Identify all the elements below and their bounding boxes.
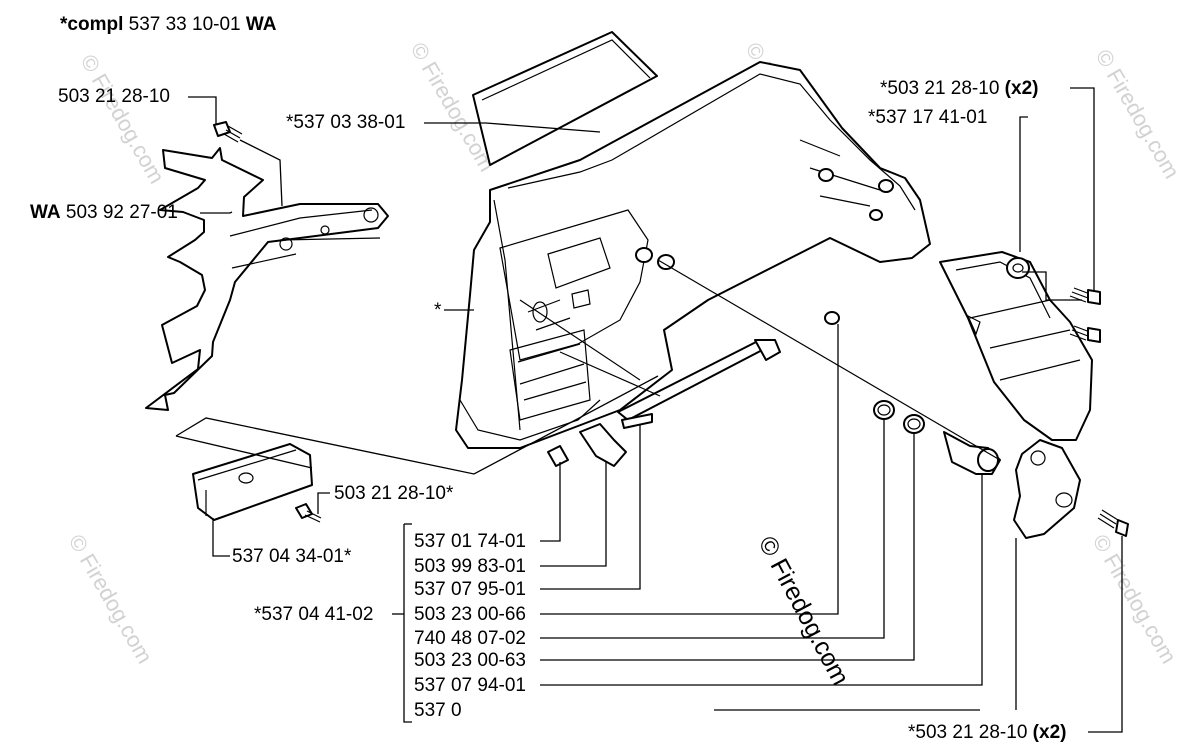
label-group-kit: *537 04 41-02 bbox=[254, 604, 373, 625]
label-guide-plate: 537 04 34-01* bbox=[232, 546, 352, 567]
watermark-bottom-left: © Firedog.com bbox=[64, 530, 158, 668]
label-screw-bottom-right-qty: (x2) bbox=[1033, 722, 1067, 743]
assembly-prefix: *compl bbox=[60, 14, 123, 35]
kit-item: 537 0 bbox=[414, 700, 462, 721]
tensioner-parts bbox=[547, 259, 1001, 475]
label-bumper-spike-prefix: WA bbox=[30, 202, 61, 223]
screw-top-left-icon bbox=[213, 121, 243, 143]
label-screw-top-left: 503 21 28-10 bbox=[58, 86, 170, 107]
assembly-number: 537 33 10-01 bbox=[129, 14, 241, 35]
clutch-cover-housing bbox=[455, 61, 931, 449]
guide-screw-icon bbox=[295, 503, 322, 523]
kit-item: 537 07 94-01 bbox=[414, 675, 526, 696]
bracket-plate bbox=[1013, 439, 1081, 539]
bumper-spike bbox=[145, 147, 389, 411]
screw-top-right-icon bbox=[1069, 287, 1101, 343]
watermark-main: © Firedog.com bbox=[753, 532, 855, 690]
kit-item: 503 99 83-01 bbox=[414, 556, 526, 577]
assembly-title: *compl 537 33 10-01 WA bbox=[60, 14, 277, 35]
label-cover-plate: *537 03 38-01 bbox=[286, 112, 405, 133]
chain-guide-plate bbox=[192, 443, 313, 521]
label-screw-bottom-right: *503 21 28-10 (x2) bbox=[908, 722, 1066, 743]
label-guide-screw: 503 21 28-10* bbox=[334, 483, 454, 504]
assembly-suffix: WA bbox=[246, 14, 277, 35]
kit-item: 503 23 00-63 bbox=[414, 650, 526, 671]
screw-bottom-right-icon bbox=[1097, 509, 1129, 537]
kit-item: 503 23 00-66 bbox=[414, 604, 526, 625]
brake-lever-assembly bbox=[939, 251, 1093, 441]
label-screw-top-right-number: *503 21 28-10 bbox=[880, 78, 999, 99]
cover-plate bbox=[472, 31, 658, 166]
watermark-top-left: © Firedog.com bbox=[76, 50, 170, 188]
label-housing-star: * bbox=[434, 300, 442, 321]
kit-item: 537 07 95-01 bbox=[414, 579, 526, 600]
label-bumper-spike: WA 503 92 27-01 bbox=[30, 202, 178, 223]
label-bumper-spike-number: 503 92 27-01 bbox=[66, 202, 178, 223]
watermark-bottom-right: © Firedog.com bbox=[1088, 530, 1180, 668]
kit-item: 537 01 74-01 bbox=[414, 531, 526, 552]
leader-lines bbox=[175, 87, 1123, 733]
label-brake-lever: *537 17 41-01 bbox=[868, 107, 987, 128]
label-screw-top-right-qty: (x2) bbox=[1005, 78, 1039, 99]
watermark-top-right: © Firedog.com bbox=[1091, 45, 1180, 183]
label-screw-bottom-right-number: *503 21 28-10 bbox=[908, 722, 1027, 743]
label-screw-top-right: *503 21 28-10 (x2) bbox=[880, 78, 1038, 99]
kit-item: 740 48 07-02 bbox=[414, 628, 526, 649]
kit-item-list: 537 01 74-01 503 99 83-01 537 07 95-01 5… bbox=[414, 531, 526, 721]
